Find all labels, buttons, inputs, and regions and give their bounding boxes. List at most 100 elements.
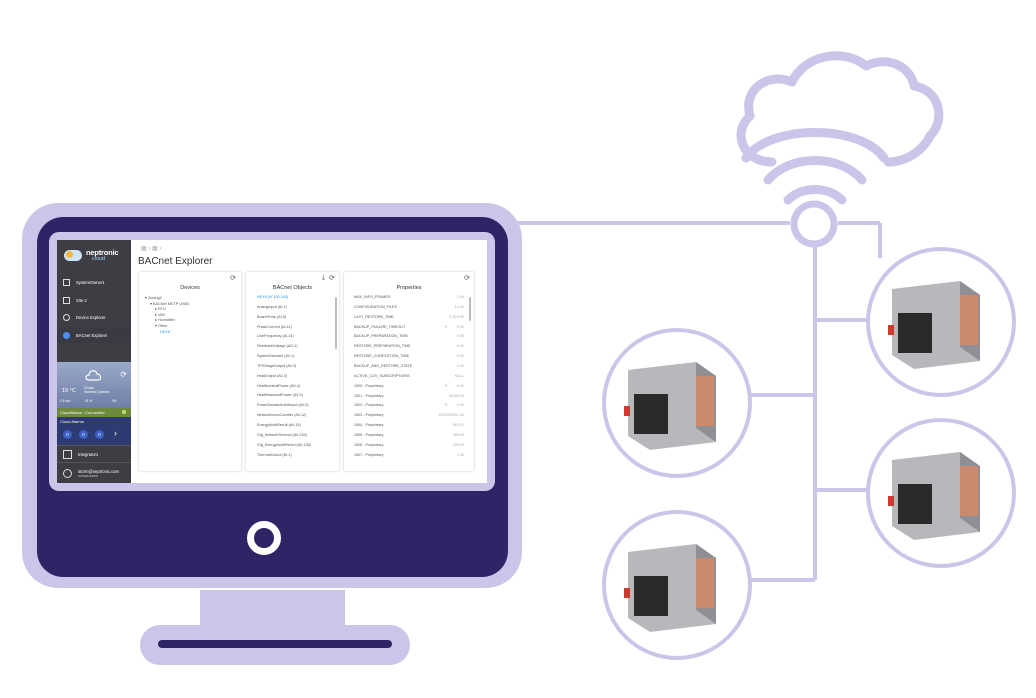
bacnet-object-item[interactable]: LineFrequency (AI-14) [257,334,294,339]
bacnet-object-item[interactable]: HeatOutput (AV-3) [257,373,288,378]
user-avatar-icon [63,469,72,478]
breadcrumb-building-icon[interactable]: ▦ [152,246,158,252]
expand-toggle-icon[interactable]: ▾ [145,296,148,300]
tree-node-label: Other [157,323,168,328]
sidebar: neptronic cloud SystemOwner1 Site 2 Devi… [57,240,131,483]
breadcrumb-separator: › [148,246,153,252]
tree-node-label: VAV [157,312,166,317]
bacnet-object-item[interactable]: SystemDemand (AV-1) [257,354,295,359]
brand-name: neptronic [86,248,119,257]
bacnet-object-item[interactable]: HEX8 (IV 100-303) [257,295,289,299]
property-name: 1006 - Proprietary [354,442,384,447]
sidebar-item-site[interactable]: Site 2 [57,292,131,308]
alarm-count-major[interactable]: 0 [79,430,88,439]
network-hub [790,200,838,248]
tree-node[interactable]: HEX8 [145,330,189,336]
property-value: 30400.00 [448,393,464,398]
tree-node[interactable]: ▾ Zoning2 [145,296,189,302]
bacnet-object-item[interactable]: PowerDemandLimitInput (AV-9) [257,403,309,408]
property-value: 2.1E5.00 [449,314,464,319]
sidebar-item-device-explorer[interactable]: Device Explorer [57,309,131,325]
app-screen: neptronic cloud SystemOwner1 Site 2 Devi… [57,240,487,483]
refresh-icon[interactable]: ⟳ [230,275,236,282]
tree-node[interactable]: ▸ Humidifier [145,318,189,324]
device-hex8-2 [602,328,752,478]
bacnet-object-item[interactable]: TPHStageOutput (AV-2) [257,363,297,368]
expand-toggle-icon[interactable]: ▾ [150,301,153,306]
bacnet-object-item[interactable]: NetworkDownCounter (AV-12) [257,413,307,418]
properties-scrollbar[interactable] [469,297,471,321]
sidebar-item-bacnet-explorer[interactable]: BACnet Explorer [57,327,131,343]
sidebar-item-systemowner[interactable]: SystemOwner1 [57,274,131,290]
user-profile[interactable]: storm@neptronic.com SUPERADMIN [57,462,131,483]
bacnet-object-item[interactable]: BoardTemp (AI-5) [257,314,287,319]
building-icon [63,296,70,304]
expand-toggle-icon[interactable]: ▸ [155,312,158,317]
tree-node-label: Zoning2 [147,296,162,300]
tree-node-label: HEX8 [160,329,170,334]
tree-node[interactable]: ▾ Other [145,324,189,330]
building-icon [63,450,72,459]
devices-title: Devices [180,285,200,291]
device-hex8-1 [866,247,1016,397]
edit-pencil-icon[interactable]: ✎ [444,383,448,388]
bacnet-object-item[interactable]: FeedbackVoltage (AO-1) [257,344,298,349]
expand-toggle-icon[interactable]: ▸ [155,318,158,323]
property-name: 1005 - Proprietary [354,432,384,437]
tree-node[interactable]: ▸ VAV [145,313,189,319]
tree-node[interactable]: ▸ RTU [145,307,189,313]
chevron-right-icon[interactable]: › [114,428,117,438]
property-name: BACKUP_PREPARATION_TIME [354,334,408,339]
bacnet-object-item[interactable]: Cfg_NetworkTimeout (AV-126) [257,432,307,437]
refresh-icon[interactable]: ⟳ [464,275,470,282]
alarm-count-minor[interactable]: 0 [95,430,104,439]
expand-toggle-icon[interactable]: ▾ [155,323,158,328]
breadcrumb-building-icon[interactable]: ▦ [141,246,147,252]
brand-logo[interactable]: neptronic cloud [61,247,127,263]
property-name: MAX_INFO_FRAMES [354,295,391,299]
refresh-weather-icon[interactable]: ⟳ [120,370,127,379]
bacnet-object-item[interactable]: PhaseCurrent (AI-11) [257,324,292,329]
alarms-label: Cloud Alarms [60,419,84,424]
bacnet-object-item[interactable]: Cfg_EnergyAuditPeriod (AV-136) [257,442,311,447]
property-name: RESTORE_PREPARATION_TIME [354,344,411,349]
expand-toggle-icon[interactable]: ▸ [155,307,158,312]
bacnet-object-item[interactable]: HeatMeasuredPower (AV-5) [257,393,303,398]
alarm-count-critical[interactable]: 0 [63,430,72,439]
integrator-item[interactable]: Integrator1 [57,445,131,463]
refresh-icon[interactable]: ⟳ [329,275,335,282]
bacnet-object-item[interactable]: EnergyAuditResult (AV-16) [257,422,301,427]
edit-pencil-icon[interactable]: ✎ [444,403,448,408]
bacnet-object-item[interactable]: AnalogInput (AI-1) [257,304,287,309]
gear-icon [63,313,70,321]
bacnet-objects-panel: ⤓ ⟳ BACnet Objects HEX8 (IV 100-303)Anal… [246,272,339,471]
bacnet-object-item[interactable]: ThermalCutout (BI-1) [257,452,292,457]
bacnet-object-item[interactable]: HeatNominalPower (AV-4) [257,383,300,388]
tree-node[interactable]: ▾ BACNet MSTP USB0 [145,302,189,308]
property-value: NULL [454,373,464,378]
weather-location: Montreal, Quebec [84,390,110,394]
cloud-icon [736,51,944,167]
edit-pencil-icon[interactable]: ✎ [444,324,448,329]
download-icon[interactable]: ⤓ [321,274,325,281]
cloud-cover: 0% [112,399,117,403]
property-value: 0.00 [456,324,464,329]
objects-scrollbar[interactable] [335,297,337,349]
